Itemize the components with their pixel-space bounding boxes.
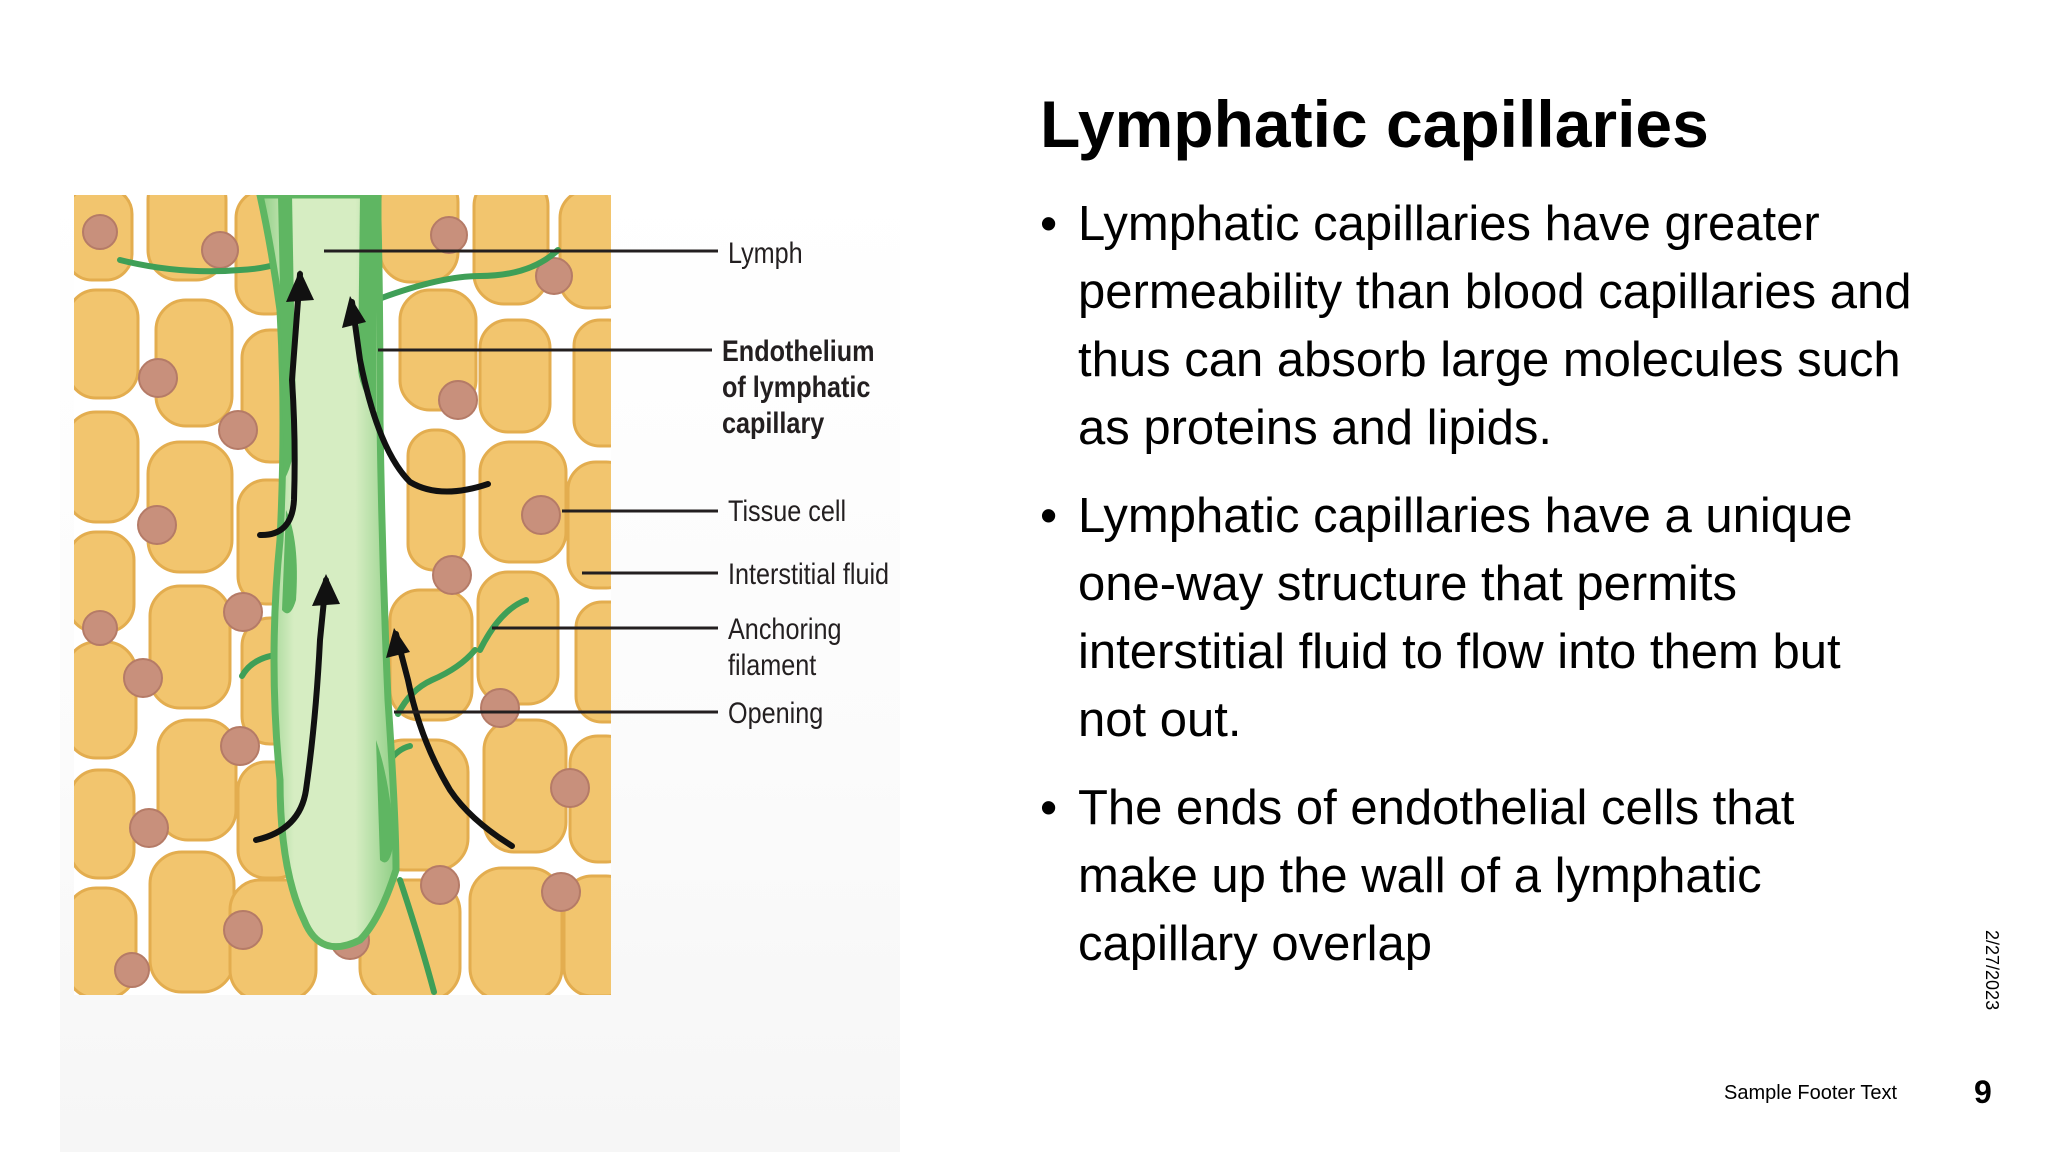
bullet-text: The ends of endothelial cells that make … — [1078, 781, 1795, 971]
label-opening: Opening — [728, 697, 824, 730]
slide-title: Lymphatic capillaries — [1040, 87, 1709, 161]
bullet-item: • Lymphatic capillaries have a unique on… — [1040, 482, 1920, 754]
label-endothelium-line2: of lymphatic — [722, 371, 871, 404]
tissue-cells — [74, 195, 611, 995]
lymphatic-capillary-figure: Lymph Endothelium of lymphatic capillary… — [60, 180, 900, 1020]
label-lymph: Lymph — [728, 237, 803, 270]
bullet-item: • The ends of endothelial cells that mak… — [1040, 774, 1920, 978]
bullet-item: • Lymphatic capillaries have greater per… — [1040, 190, 1920, 462]
bullet-glyph: • — [1040, 489, 1058, 543]
label-endothelium-line1: Endothelium — [722, 335, 875, 368]
label-interstitial-fluid: Interstitial fluid — [728, 558, 890, 591]
label-anchoring-line1: Anchoring — [728, 613, 842, 646]
bullet-list: • Lymphatic capillaries have greater per… — [1040, 190, 1920, 998]
figure-illustration — [74, 195, 718, 995]
slide-date: 2/27/2023 — [1982, 930, 2002, 1011]
label-endothelium-line3: capillary — [722, 407, 825, 440]
label-anchoring-line2: filament — [728, 649, 817, 682]
bullet-glyph: • — [1040, 781, 1058, 835]
slide-page-number: 9 — [1974, 1074, 1992, 1110]
label-tissue-cell: Tissue cell — [728, 495, 847, 528]
bullet-glyph: • — [1040, 197, 1058, 251]
leader-lines — [324, 249, 718, 714]
bullet-text: Lymphatic capillaries have greater perme… — [1078, 197, 1912, 455]
slide-footer: Sample Footer Text — [1724, 1082, 1898, 1104]
bullet-text: Lymphatic capillaries have a unique one-… — [1078, 489, 1853, 747]
